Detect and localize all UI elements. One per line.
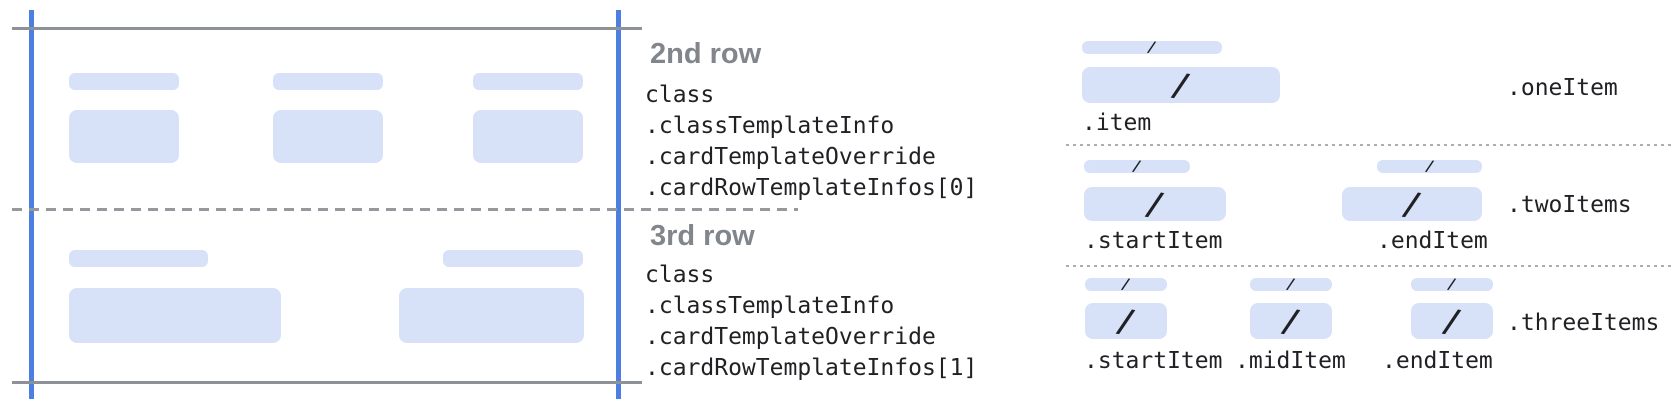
row3-class-path-line: class xyxy=(645,262,715,288)
one-item-field-label: .item xyxy=(1082,110,1152,136)
row2-field1-value-bar xyxy=(69,110,179,163)
two-items-end-value-bar: / xyxy=(1342,183,1482,225)
card-top-line xyxy=(12,27,642,30)
slash-icon: / xyxy=(1446,274,1458,294)
variant-divider-dotted-line xyxy=(1066,144,1672,146)
slash-icon: / xyxy=(1278,300,1304,342)
three-items-end-title-bar: / xyxy=(1411,274,1493,294)
row2-heading: 2nd row xyxy=(650,38,762,70)
variant-divider-dotted-line xyxy=(1066,265,1672,267)
row2-class-path-line: class xyxy=(645,82,715,108)
slash-icon: / xyxy=(1131,156,1143,176)
slash-icon: / xyxy=(1399,183,1425,225)
row2-class-path: class .classTemplateInfo .cardTemplateOv… xyxy=(645,80,977,204)
three-items-start-value-bar: / xyxy=(1085,300,1167,342)
card-left-edge-line xyxy=(29,10,34,399)
one-item-value-bar: / xyxy=(1082,64,1280,106)
row3-class-path-line: .classTemplateInfo xyxy=(645,293,895,319)
three-items-variant-label: .threeItems xyxy=(1507,310,1660,336)
slash-icon: / xyxy=(1113,300,1139,342)
row3-field2-label-bar xyxy=(443,250,583,267)
row3-field1-value-bar xyxy=(69,288,281,343)
two-items-start-title-bar: / xyxy=(1084,156,1190,176)
slash-icon: / xyxy=(1439,300,1465,342)
two-items-variant-label: .twoItems xyxy=(1507,192,1632,218)
row2-class-path-line: .cardTemplateOverride xyxy=(645,144,936,170)
one-item-title-bar: / xyxy=(1082,37,1222,57)
slash-icon: / xyxy=(1168,64,1194,106)
row2-field2-value-bar xyxy=(273,110,383,163)
two-items-start-label: .startItem xyxy=(1084,228,1223,254)
three-items-mid-label: .midItem xyxy=(1235,348,1346,374)
three-items-mid-value-bar: / xyxy=(1250,300,1332,342)
slash-icon: / xyxy=(1285,274,1297,294)
row3-field1-label-bar xyxy=(69,250,208,267)
slash-icon: / xyxy=(1423,156,1436,176)
two-items-end-title-bar: / xyxy=(1377,156,1482,176)
row3-class-path: class .classTemplateInfo .cardTemplateOv… xyxy=(645,260,977,384)
one-item-variant-label: .oneItem xyxy=(1507,75,1618,101)
row3-class-path-line: .cardRowTemplateInfos[1] xyxy=(645,355,978,381)
card-bottom-line xyxy=(12,381,642,384)
three-items-end-value-bar: / xyxy=(1411,300,1493,342)
three-items-mid-title-bar: / xyxy=(1250,274,1332,294)
row2-field1-label-bar xyxy=(69,73,179,90)
row2-class-path-line: .cardRowTemplateInfos[0] xyxy=(645,175,978,201)
slash-icon: / xyxy=(1120,274,1132,294)
three-items-end-label: .endItem xyxy=(1382,348,1493,374)
three-items-start-title-bar: / xyxy=(1085,274,1167,294)
row-divider-dashed-line xyxy=(12,208,798,211)
row2-field2-label-bar xyxy=(273,73,383,90)
three-items-start-label: .startItem xyxy=(1084,348,1223,374)
two-items-start-value-bar: / xyxy=(1084,183,1226,225)
row3-class-path-line: .cardTemplateOverride xyxy=(645,324,936,350)
row2-class-path-line: .classTemplateInfo xyxy=(645,113,895,139)
row3-heading: 3rd row xyxy=(650,220,755,252)
row3-field2-value-bar xyxy=(399,288,584,343)
row2-field3-label-bar xyxy=(473,73,583,90)
card-right-edge-line xyxy=(616,10,621,399)
two-items-end-label: .endItem xyxy=(1377,228,1488,254)
slash-icon: / xyxy=(1142,183,1168,225)
row2-field3-value-bar xyxy=(473,110,583,163)
slash-icon: / xyxy=(1146,37,1158,57)
